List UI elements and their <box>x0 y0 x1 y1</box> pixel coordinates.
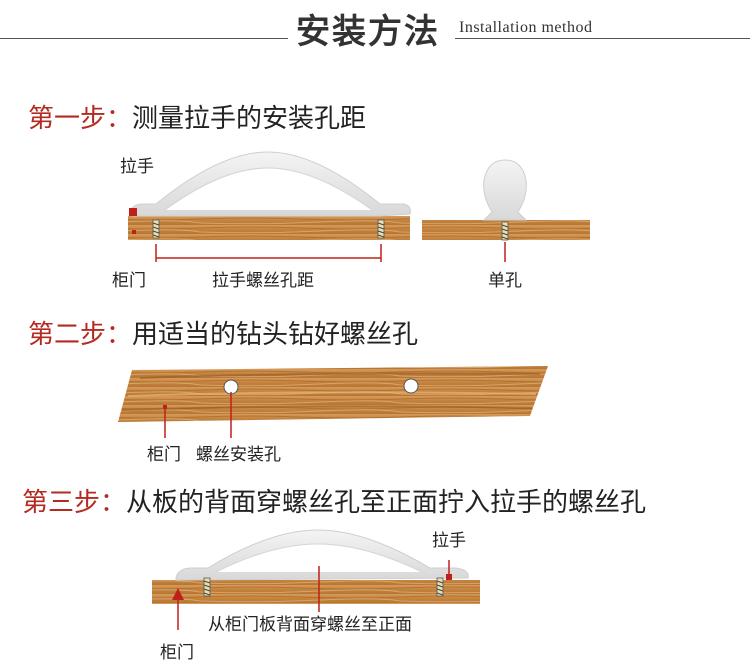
step3-arrow <box>172 588 184 600</box>
step1-illustration <box>128 151 590 262</box>
step3-door-label: 柜门 <box>160 643 194 663</box>
step2-illustration <box>118 366 548 438</box>
single-knob <box>482 159 528 221</box>
step1-text: 测量拉手的安装孔距 <box>132 104 367 134</box>
header-rule-right <box>455 38 750 39</box>
step1-door-marker <box>132 230 136 234</box>
step2-hole-2 <box>403 378 419 394</box>
step3-handle-label: 拉手 <box>432 531 466 551</box>
step2-label: 第二步： <box>28 320 133 350</box>
step3-illustration <box>152 529 480 630</box>
step1-heading: 第一步：测量拉手的安装孔距 <box>28 98 366 135</box>
step3-text: 从板的背面穿螺丝孔至正面拧入拉手的螺丝孔 <box>126 488 647 518</box>
step2-text: 用适当的钻头钻好螺丝孔 <box>132 320 419 350</box>
step1-single-hole-label: 单孔 <box>488 271 522 291</box>
step1-spacing-label: 拉手螺丝孔距 <box>212 271 314 291</box>
step2-holes-label: 螺丝安装孔 <box>196 445 281 465</box>
step1-door-label: 柜门 <box>112 271 146 291</box>
step3-through-label: 从柜门板背面穿螺丝至正面 <box>208 615 412 635</box>
page-title: 安装方法 <box>296 12 440 52</box>
step1-label: 第一步： <box>28 104 133 134</box>
step1-handle-marker <box>129 208 137 216</box>
step3-label: 第三步： <box>22 488 127 518</box>
step3-heading: 第三步：从板的背面穿螺丝孔至正面拧入拉手的螺丝孔 <box>22 482 646 519</box>
step1-board <box>128 216 410 240</box>
step2-door-label: 柜门 <box>147 445 181 465</box>
step3-board <box>152 580 480 604</box>
header-rule-left <box>0 38 288 39</box>
step2-heading: 第二步：用适当的钻头钻好螺丝孔 <box>28 314 418 351</box>
step1-handle-label: 拉手 <box>120 157 154 177</box>
step2-hole-1 <box>223 379 239 395</box>
page-subtitle: Installation method <box>459 19 593 36</box>
